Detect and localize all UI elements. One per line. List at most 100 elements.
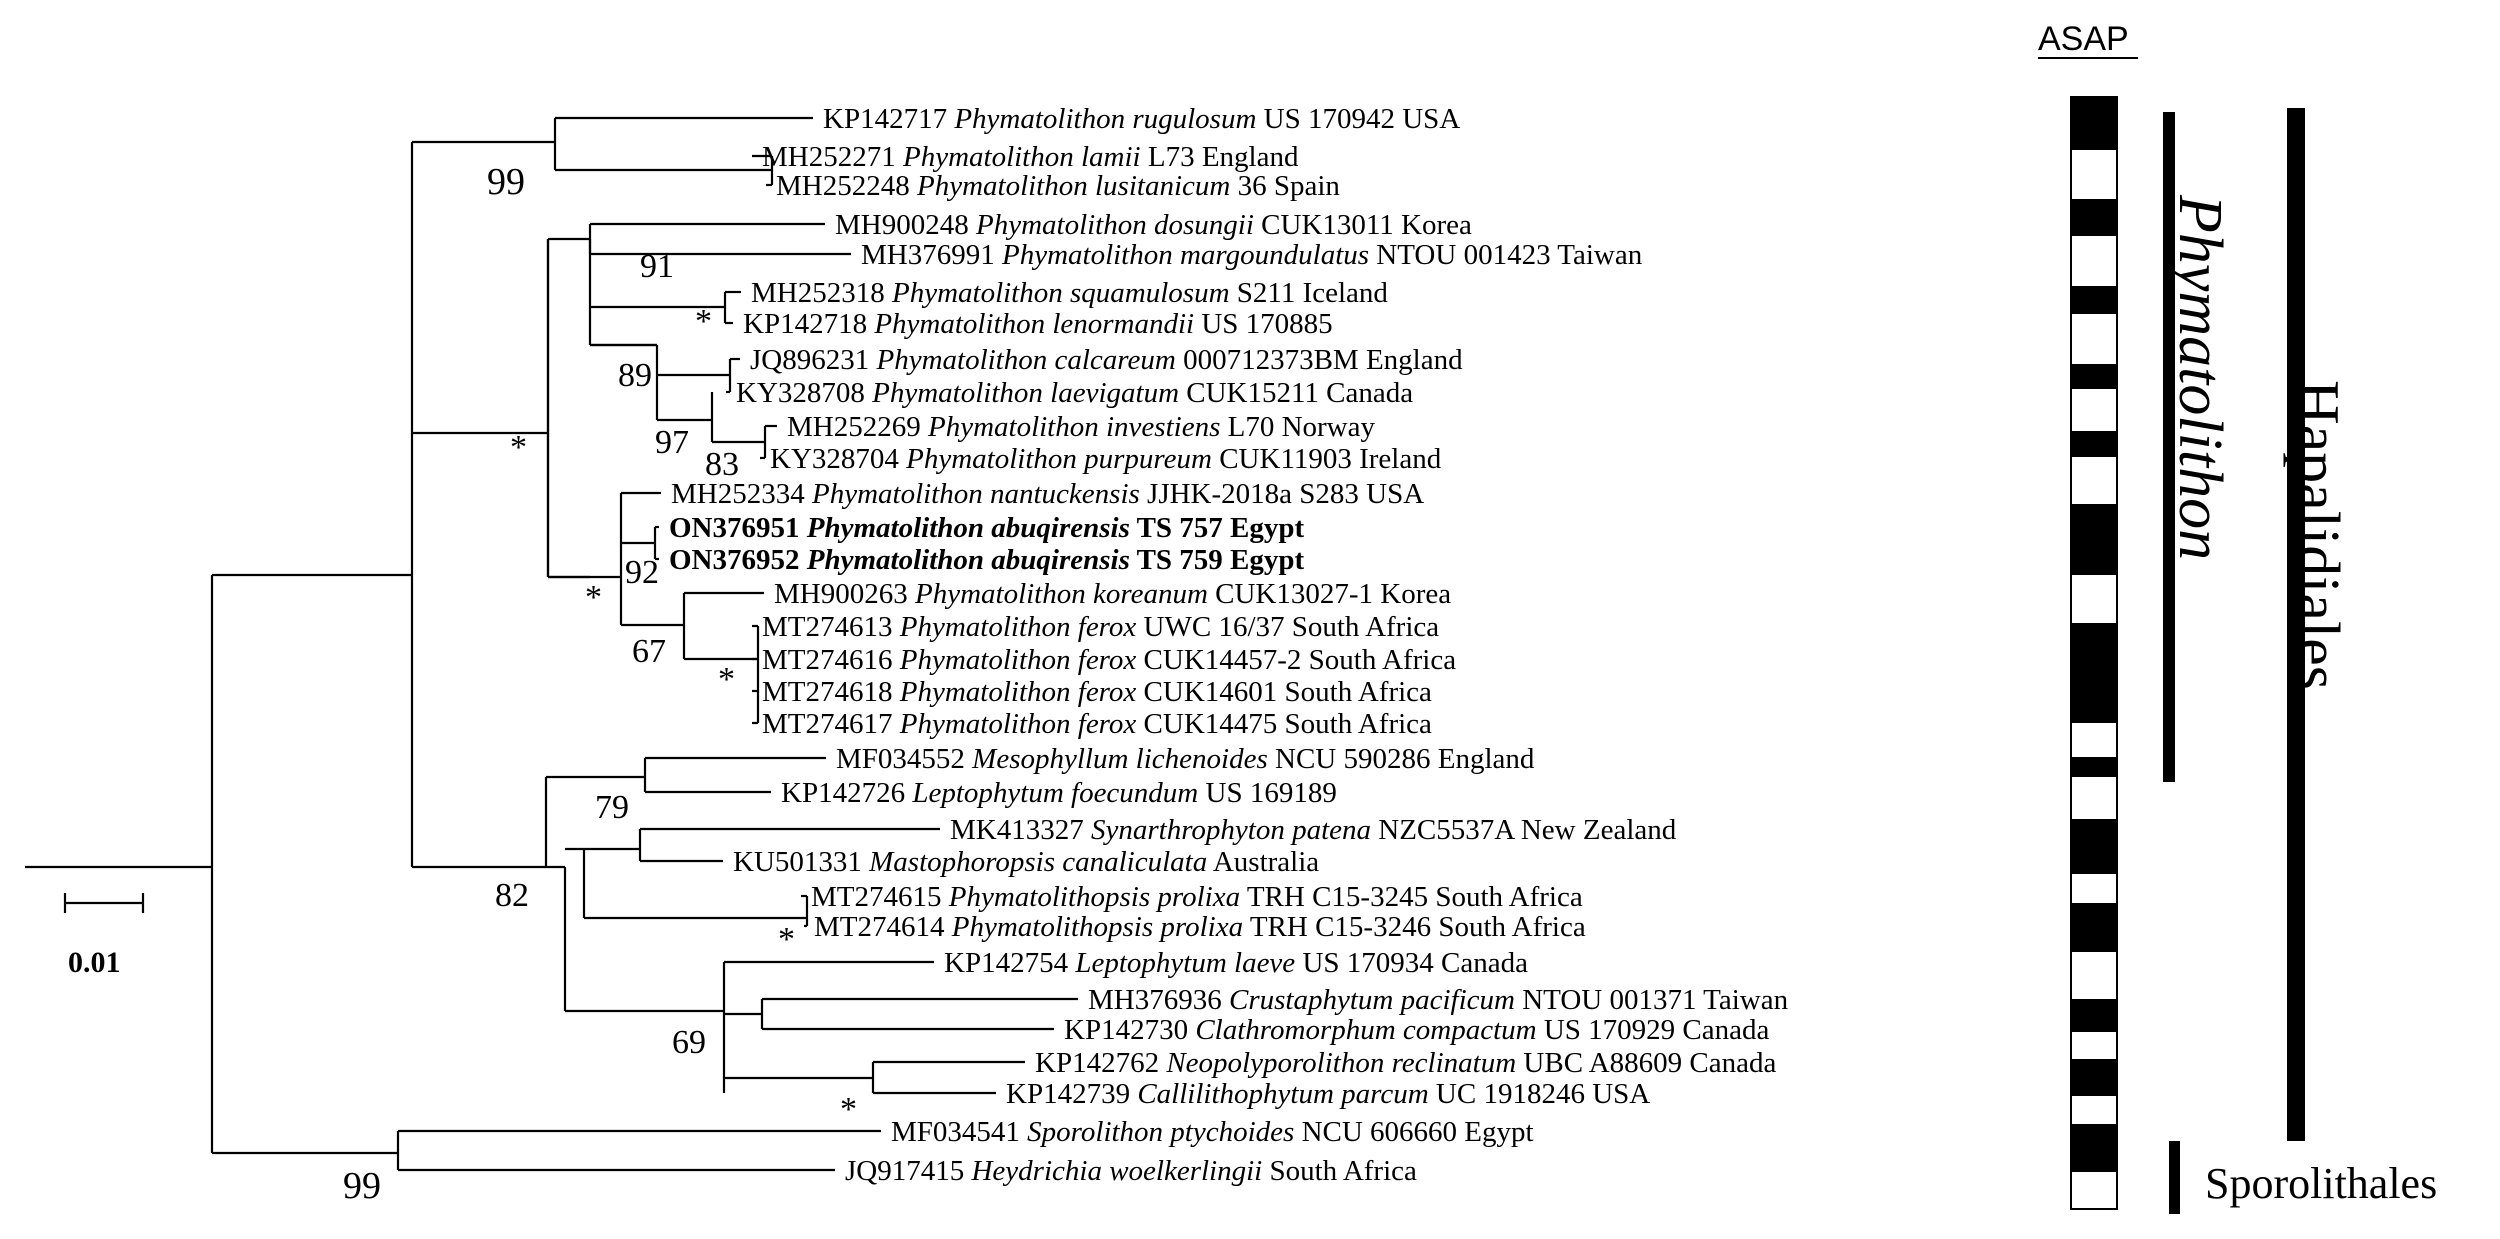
support-value: 82 (495, 877, 529, 914)
taxon-species: Leptophytum foecundum (911, 777, 1198, 809)
taxon-species: Phymatolithon rugulosum (953, 103, 1256, 135)
asap-segment (2070, 1124, 2118, 1172)
taxon-species: Callilithophytum parcum (1137, 1078, 1428, 1110)
taxon-label: MH252269 Phymatolithon investiens L70 No… (787, 411, 1375, 443)
taxon-voucher: 36 Spain (1230, 170, 1340, 202)
taxon-voucher: Australia (1207, 846, 1319, 878)
taxon-accession: MH252334 (671, 478, 812, 510)
taxon-species: Neopolyporolithon reclinatum (1165, 1047, 1516, 1079)
taxon-accession: MH900263 (774, 578, 915, 610)
asap-segment (2070, 1030, 2118, 1061)
asap-segment (2070, 199, 2118, 236)
taxon-label: MT274617 Phymatolithon ferox CUK14475 So… (762, 708, 1432, 740)
support-value: 99 (343, 1165, 381, 1207)
taxon-voucher: US 170929 Canada (1537, 1014, 1770, 1046)
support-value: 92 (625, 554, 659, 591)
taxon-species: Phymatolithon lamii (902, 141, 1141, 173)
taxon-accession: KP142754 (944, 947, 1075, 979)
asap-segment (2070, 286, 2118, 314)
taxon-label: MH252271 Phymatolithon lamii L73 England (762, 141, 1299, 173)
asap-bar (2070, 96, 2118, 1210)
taxon-voucher: NZC5537A New Zealand (1371, 814, 1677, 846)
taxon-voucher: CUK13027-1 Korea (1208, 578, 1451, 610)
taxon-label: KP142762 Neopolyporolithon reclinatum UB… (1035, 1047, 1776, 1079)
taxon-voucher: TS 759 Egypt (1130, 544, 1305, 576)
taxon-voucher: UC 1918246 USA (1429, 1078, 1651, 1110)
support-value: 91 (640, 248, 674, 285)
taxon-label: MT274618 Phymatolithon ferox CUK14601 So… (762, 676, 1432, 708)
asap-segment (2070, 96, 2118, 150)
taxon-label: KY328708 Phymatolithon laevigatum CUK152… (736, 377, 1413, 409)
taxon-species: Mastophoropsis canaliculata (868, 846, 1207, 878)
taxon-accession: KY328704 (770, 443, 906, 475)
support-value: * (510, 429, 527, 466)
taxon-label: ON376951 Phymatolithon abuqirensis TS 75… (669, 512, 1305, 544)
taxon-voucher: CUK13011 Korea (1254, 209, 1472, 241)
taxon-species: Sporolithon ptychoides (1027, 1116, 1294, 1148)
scale-bar: 0.01 (63, 893, 145, 979)
hapalidiales-clade-bar (2287, 108, 2305, 1141)
taxon-species: Mesophyllum lichenoides (971, 743, 1268, 775)
asap-segment (2070, 1170, 2118, 1210)
taxon-accession: MH376936 (1088, 984, 1229, 1016)
taxon-species: Synarthrophyton patena (1091, 814, 1371, 846)
taxon-label: MT274616 Phymatolithon ferox CUK14457-2 … (762, 644, 1456, 676)
asap-segment (2070, 573, 2118, 625)
taxon-species: Phymatolithon calcareum (875, 344, 1175, 376)
taxon-accession: KP142726 (781, 777, 912, 809)
support-value: * (718, 661, 735, 698)
taxon-voucher: CUK14601 South Africa (1136, 676, 1432, 708)
taxon-species: Clathromorphum compactum (1195, 1014, 1536, 1046)
taxon-accession: MT274615 (811, 881, 949, 913)
taxon-label: ON376952 Phymatolithon abuqirensis TS 75… (669, 544, 1305, 576)
asap-segment (2070, 504, 2118, 575)
taxon-species: Phymatolithon abuqirensis (806, 512, 1130, 544)
taxon-voucher: L70 Norway (1220, 411, 1375, 443)
taxon-accession: MT274618 (762, 676, 900, 708)
taxon-label: JQ917415 Heydrichia woelkerlingii South … (845, 1155, 1417, 1187)
taxon-label: MH252334 Phymatolithon nantuckensis JJHK… (671, 478, 1424, 510)
taxon-voucher: TS 757 Egypt (1130, 512, 1305, 544)
taxon-species: Phymatolithon ferox (899, 708, 1137, 740)
taxon-label: MH376936 Crustaphytum pacificum NTOU 001… (1088, 984, 1789, 1016)
taxon-species: Phymatolithon lusitanicum (916, 170, 1230, 202)
tree-branches (25, 116, 1078, 1172)
asap-segment (2070, 721, 2118, 759)
taxon-species: Phymatolithon ferox (899, 676, 1137, 708)
taxon-accession: MT274613 (762, 611, 900, 643)
asap-segment (2070, 623, 2118, 723)
asap-segment (2070, 234, 2118, 288)
support-value: 83 (705, 446, 739, 483)
asap-segment (2070, 364, 2118, 389)
taxon-label: KP142726 Leptophytum foecundum US 169189 (781, 777, 1337, 809)
taxon-voucher: NCU 590286 England (1268, 743, 1535, 775)
taxon-voucher: CUK14457-2 South Africa (1136, 644, 1456, 676)
taxon-voucher: JJHK-2018a S283 USA (1140, 478, 1424, 510)
taxon-species: Phymatolithopsis prolixa (948, 881, 1240, 913)
sporolithales-clade-bar (2169, 1141, 2180, 1214)
taxon-voucher: TRH C15-3245 South Africa (1240, 881, 1583, 913)
taxon-species: Crustaphytum pacificum (1229, 984, 1515, 1016)
taxon-accession: MH252318 (751, 277, 892, 309)
taxon-accession: MH252269 (787, 411, 928, 443)
taxon-species: Phymatolithon investiens (927, 411, 1220, 443)
taxon-accession: MF034541 (891, 1116, 1027, 1148)
taxon-species: Phymatolithon squamulosum (891, 277, 1230, 309)
taxon-voucher: UBC A88609 Canada (1516, 1047, 1776, 1079)
taxon-voucher: US 169189 (1198, 777, 1337, 809)
taxon-label: MH252318 Phymatolithon squamulosum S211 … (751, 277, 1388, 309)
taxon-accession: KP142730 (1064, 1014, 1195, 1046)
asap-segment (2070, 775, 2118, 821)
taxon-voucher: US 170934 Canada (1295, 947, 1528, 979)
taxon-label: KY328704 Phymatolithon purpureum CUK1190… (770, 443, 1442, 475)
taxon-label: MK413327 Synarthrophyton patena NZC5537A… (950, 814, 1677, 846)
taxon-label: MT274614 Phymatolithopsis prolixa TRH C1… (814, 911, 1586, 943)
asap-segment (2070, 903, 2118, 952)
taxon-accession: KP142739 (1006, 1078, 1137, 1110)
taxon-voucher: 000712373BM England (1176, 344, 1463, 376)
asap-segment (2070, 431, 2118, 457)
taxon-label: KU501331 Mastophoropsis canaliculata Aus… (733, 846, 1319, 878)
asap-segment (2070, 872, 2118, 905)
taxon-species: Phymatolithon margoundulatus (1001, 239, 1369, 271)
